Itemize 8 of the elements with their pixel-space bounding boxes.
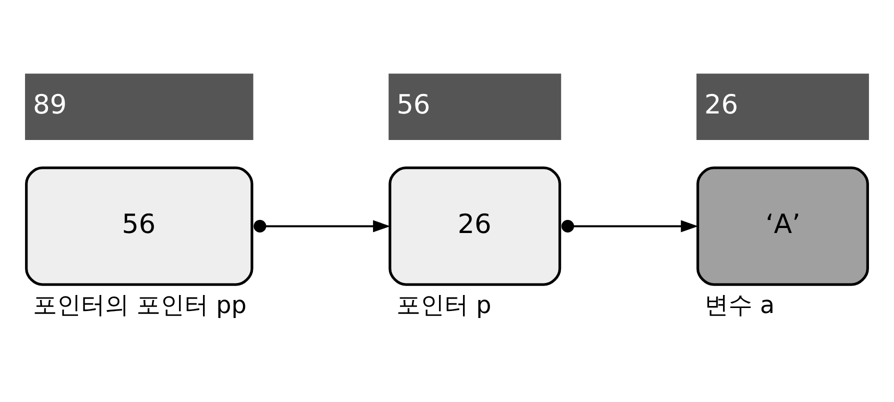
node-label: 26 <box>704 89 738 120</box>
arrow <box>561 220 698 233</box>
node-label: 89 <box>33 89 67 120</box>
node-label: 포인터의 포인터 pp <box>33 290 246 319</box>
arrow <box>254 220 390 233</box>
node-label: 포인터 p <box>396 290 492 319</box>
node-label: 56 <box>396 89 430 120</box>
node-label: 변수 a <box>704 290 775 319</box>
